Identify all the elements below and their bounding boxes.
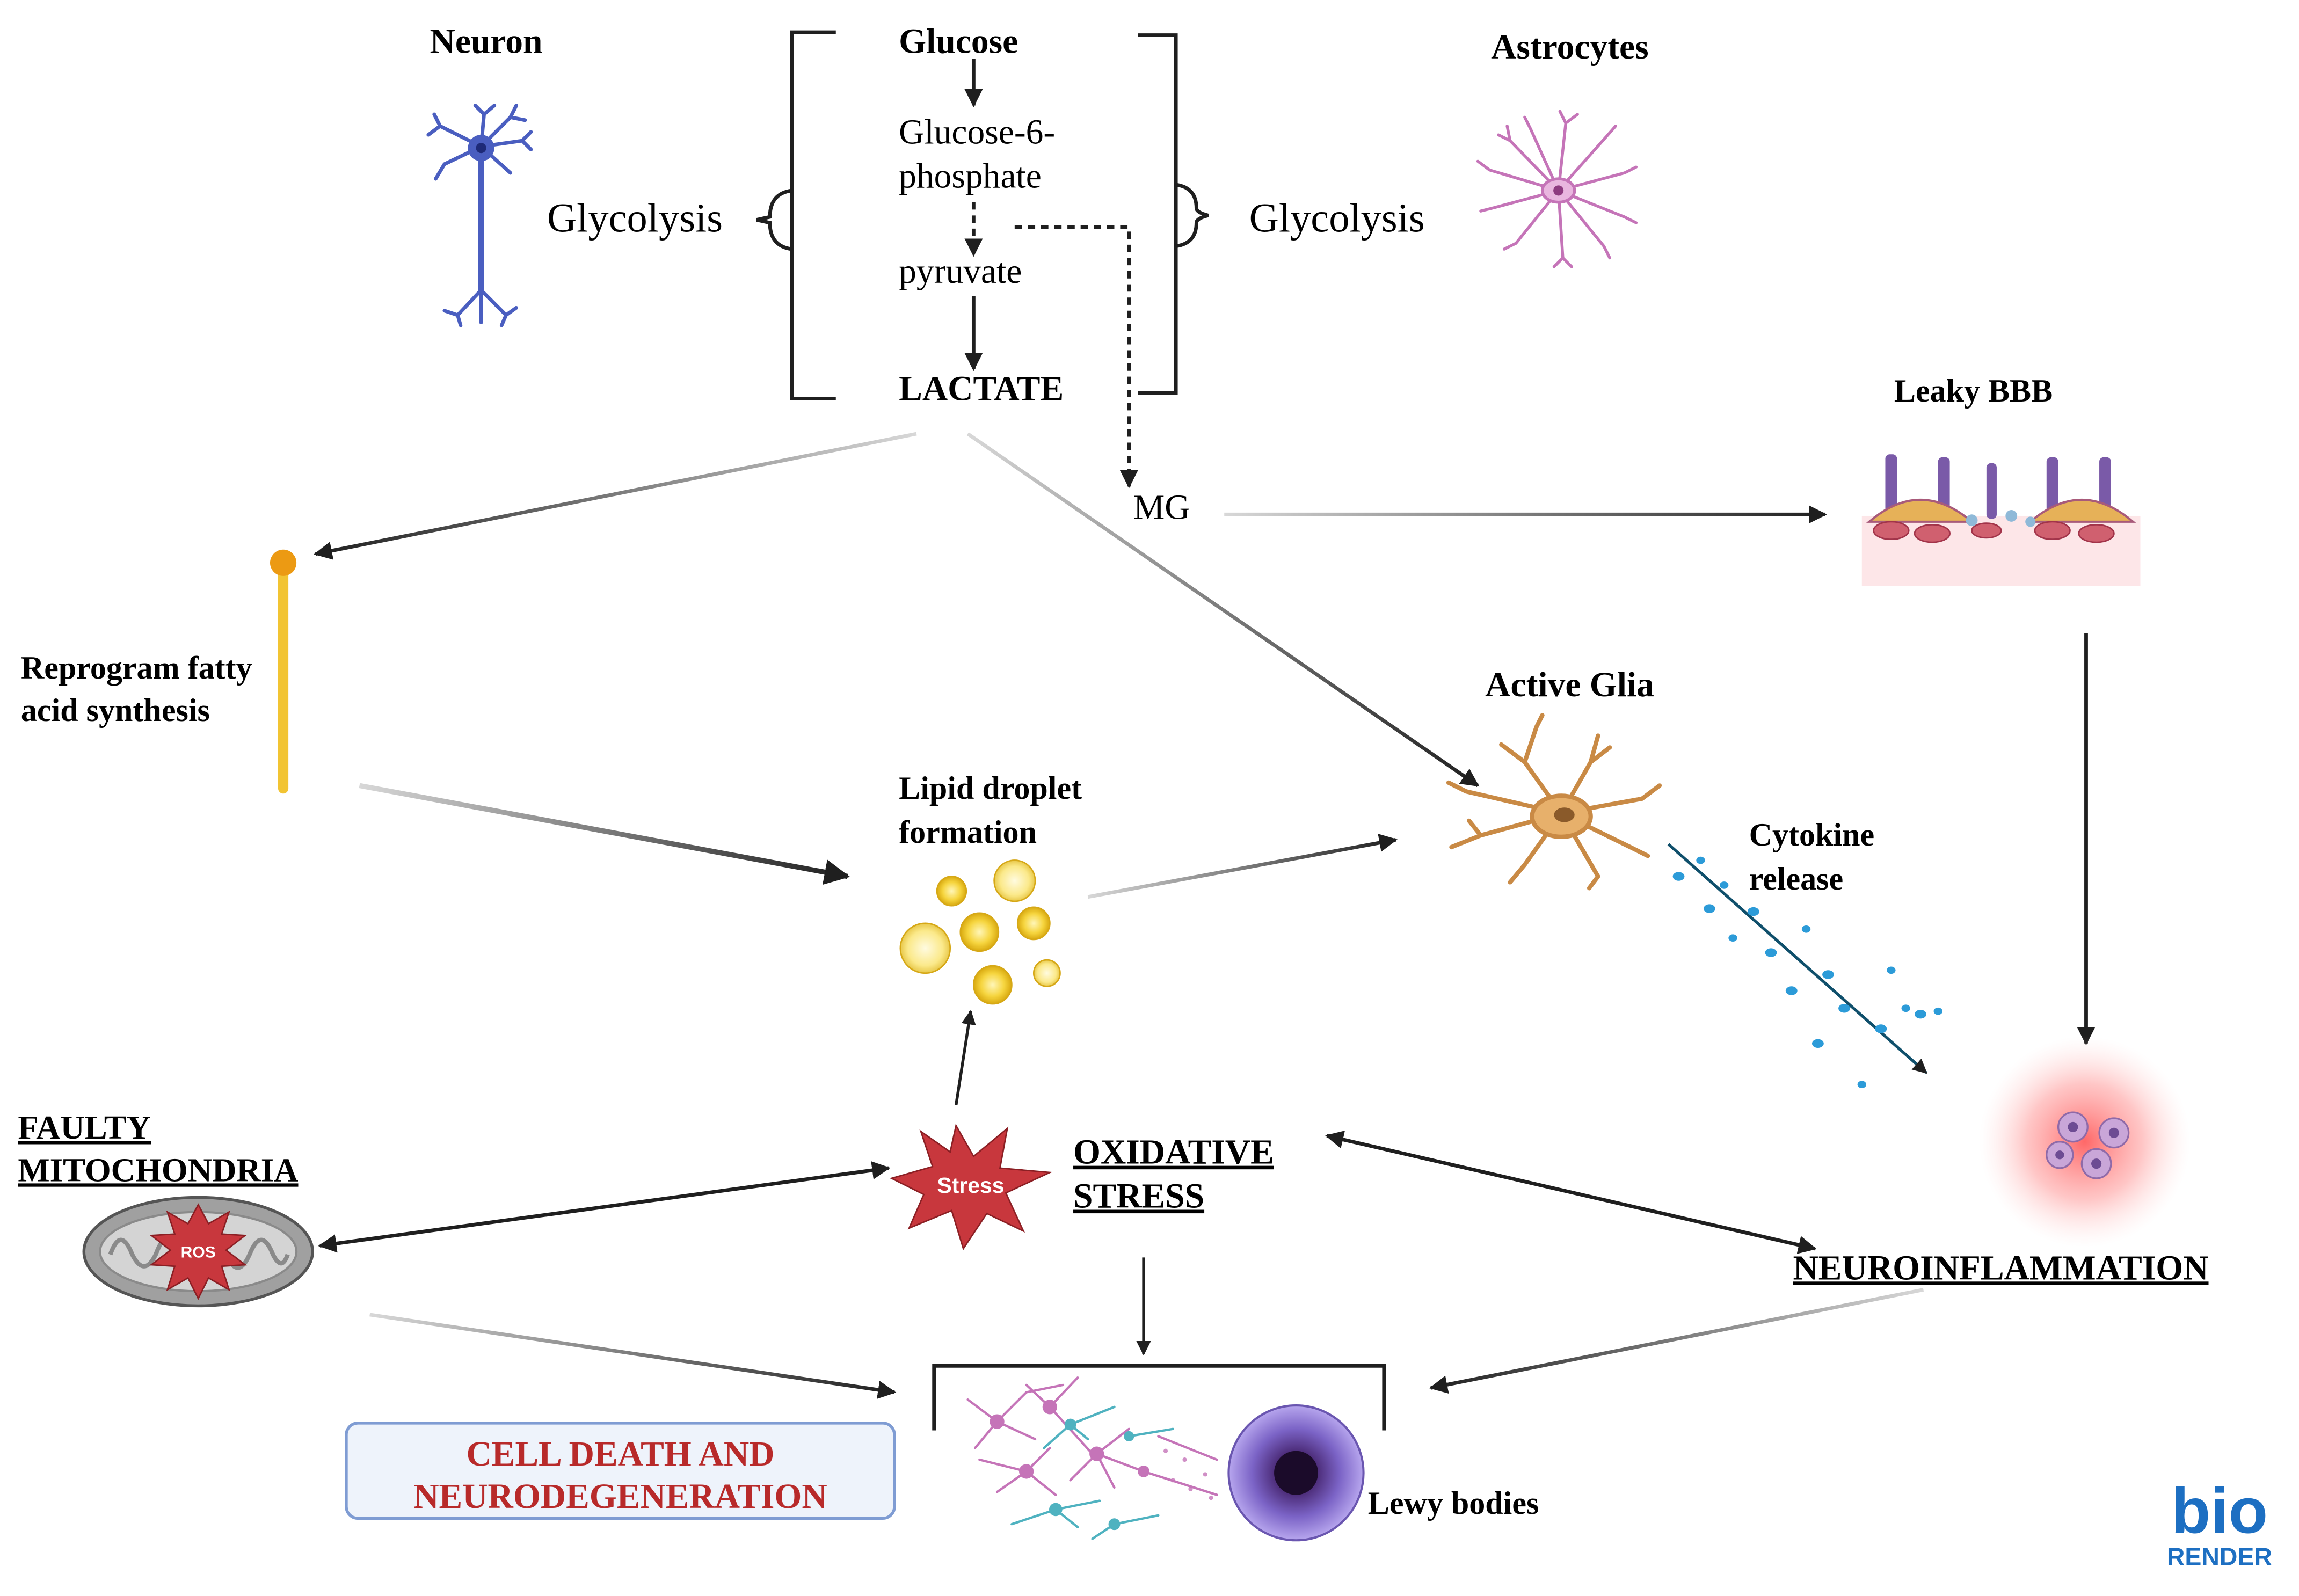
faulty-mitochondria-label-1: FAULTY	[18, 1109, 151, 1146]
neuroinflammation-label: NEUROINFLAMMATION	[1793, 1249, 2208, 1287]
arrow-lipid-glia	[1087, 834, 1398, 899]
arrow-mito-death	[369, 1313, 897, 1399]
lewy-body-icon	[1227, 1404, 1365, 1542]
arrow-fatty-lipid	[359, 783, 850, 885]
stress-label: Stress	[937, 1173, 1004, 1198]
leaky-bbb-icon	[1861, 454, 2141, 587]
oxidative-stress-label-2: STRESS	[1073, 1177, 1204, 1216]
right-brace	[1175, 183, 1209, 249]
ros-label: ROS	[181, 1243, 216, 1261]
left-brace	[756, 188, 792, 251]
logo-bio: bio	[2171, 1475, 2268, 1547]
cytokine-dots-icon	[1672, 856, 1942, 1089]
glycolysis-brackets	[756, 30, 1386, 1431]
lactate-label: LACTATE	[899, 369, 1064, 408]
reprogram-label-2: acid synthesis	[21, 692, 210, 728]
cell-death-label-2: NEURODEGENERATION	[413, 1477, 827, 1516]
leaky-bbb-title: Leaky BBB	[1894, 373, 2053, 409]
pyruvate-label: pyruvate	[899, 252, 1022, 291]
neuron-title: Neuron	[430, 22, 543, 61]
glycolysis-right-label: Glycolysis	[1249, 195, 1425, 241]
cytokine-label-2: release	[1749, 861, 1844, 897]
inflammation-cells-icon	[1979, 1036, 2191, 1248]
active-glia-icon	[1446, 713, 1662, 891]
mg-label: MG	[1133, 488, 1190, 527]
astrocyte-icon	[1476, 110, 1638, 268]
cytokine-label-1: Cytokine	[1749, 817, 1875, 852]
neuron-icon	[426, 104, 533, 327]
lipid-label-2: formation	[899, 814, 1037, 850]
astrocytes-title: Astrocytes	[1491, 28, 1649, 67]
ros-burst-icon	[149, 1203, 248, 1300]
mitochondria-icon: ROS	[82, 1196, 314, 1308]
reprogram-label-1: Reprogram fatty	[21, 650, 252, 686]
glucose-6-phosphate-label-1: Glucose-6-	[899, 113, 1055, 152]
biorender-logo: bio RENDER	[2167, 1475, 2272, 1571]
fatty-acid-icon	[270, 549, 297, 794]
lipid-droplets-icon	[899, 859, 1061, 1005]
stress-burst-icon: Stress	[889, 1123, 1053, 1251]
glucose-label: Glucose	[899, 22, 1018, 61]
arrow-lactate-glia	[966, 432, 1480, 788]
arrow-cytokine	[1667, 843, 1927, 1074]
cell-death-label-1: CELL DEATH AND	[466, 1435, 774, 1474]
arrows	[314, 59, 2096, 1399]
arrow-mito-stress	[318, 1161, 891, 1253]
faulty-mitochondria-label-2: MITOCHONDRIA	[18, 1151, 298, 1189]
cell-death-box: CELL DEATH AND NEURODEGENERATION	[345, 1422, 896, 1520]
glucose-6-phosphate-label-2: phosphate	[899, 157, 1042, 195]
active-glia-title: Active Glia	[1485, 666, 1654, 704]
arrow-stress-neuroinflammation	[1325, 1131, 1817, 1254]
lipid-label-1: Lipid droplet	[899, 770, 1082, 806]
arrow-g6p-mg	[1014, 225, 1138, 489]
arrow-lactate-fatty-acid	[314, 432, 917, 560]
glycolysis-left-label: Glycolysis	[547, 195, 723, 241]
left-bracket	[790, 30, 836, 400]
right-bracket	[1138, 33, 1178, 395]
neuron-network-icon	[966, 1376, 1218, 1540]
arrow-neuroinflammation-death	[1429, 1288, 1924, 1394]
lewy-bodies-label: Lewy bodies	[1368, 1485, 1539, 1521]
logo-render: RENDER	[2167, 1543, 2272, 1571]
bottom-bracket	[932, 1364, 1386, 1431]
oxidative-stress-label-1: OXIDATIVE	[1073, 1133, 1274, 1172]
arrow-stress-lipid	[954, 1010, 976, 1105]
